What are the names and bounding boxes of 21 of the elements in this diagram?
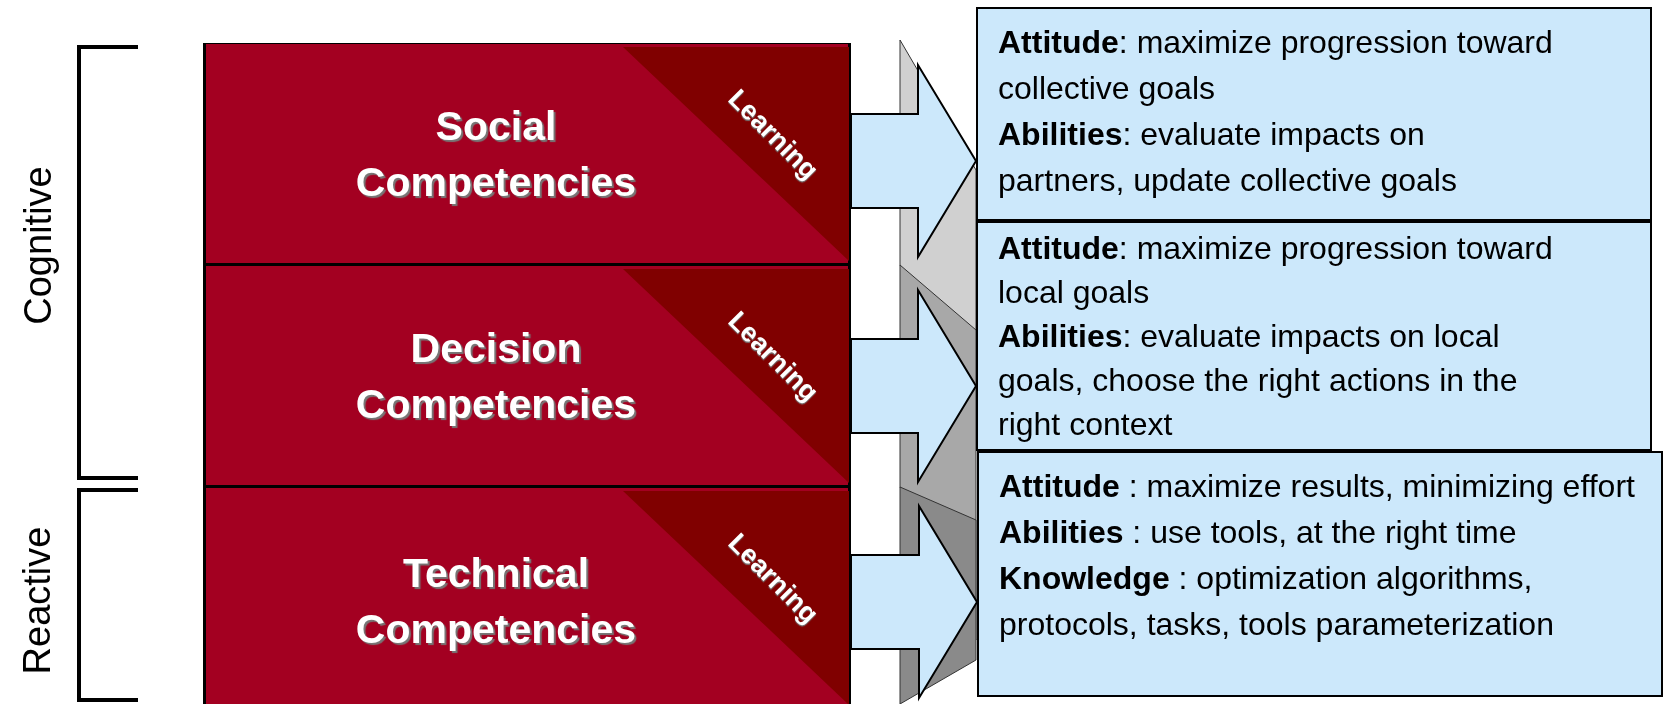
description-text: Knowledge : optimization algorithms, protocols, tasks, tools parameterization — [999, 559, 1555, 644]
description-text: Attitude: maximize progression toward collective goals — [998, 23, 1554, 108]
band-title: Social Competencies — [354, 101, 638, 207]
description-text: Abilities: evaluate impacts on local goals, choose the right actions in the right context — [998, 317, 1519, 444]
competency-band — [203, 43, 851, 266]
band-title: Decision Competencies — [354, 323, 638, 429]
competency-band — [203, 265, 851, 488]
description-text: Abilities : use tools, at the right time — [999, 513, 1518, 552]
description-text: Abilities: evaluate impacts on partners, update collective goals — [998, 115, 1458, 200]
side-label: Reactive — [16, 526, 60, 674]
block-arrow — [850, 286, 978, 486]
callout-box — [976, 7, 1652, 221]
callout-box — [977, 451, 1663, 697]
description-text: Attitude: maximize progression toward local goals — [998, 229, 1554, 312]
block-arrow — [850, 502, 979, 702]
band-title: Technical Competencies — [354, 549, 638, 654]
block-arrow — [850, 61, 978, 261]
callout-box — [976, 221, 1652, 451]
description-text: Attitude : maximize results, minimizing effort — [999, 467, 1636, 506]
side-label: Cognitive — [16, 165, 60, 325]
competency-band — [203, 487, 851, 704]
